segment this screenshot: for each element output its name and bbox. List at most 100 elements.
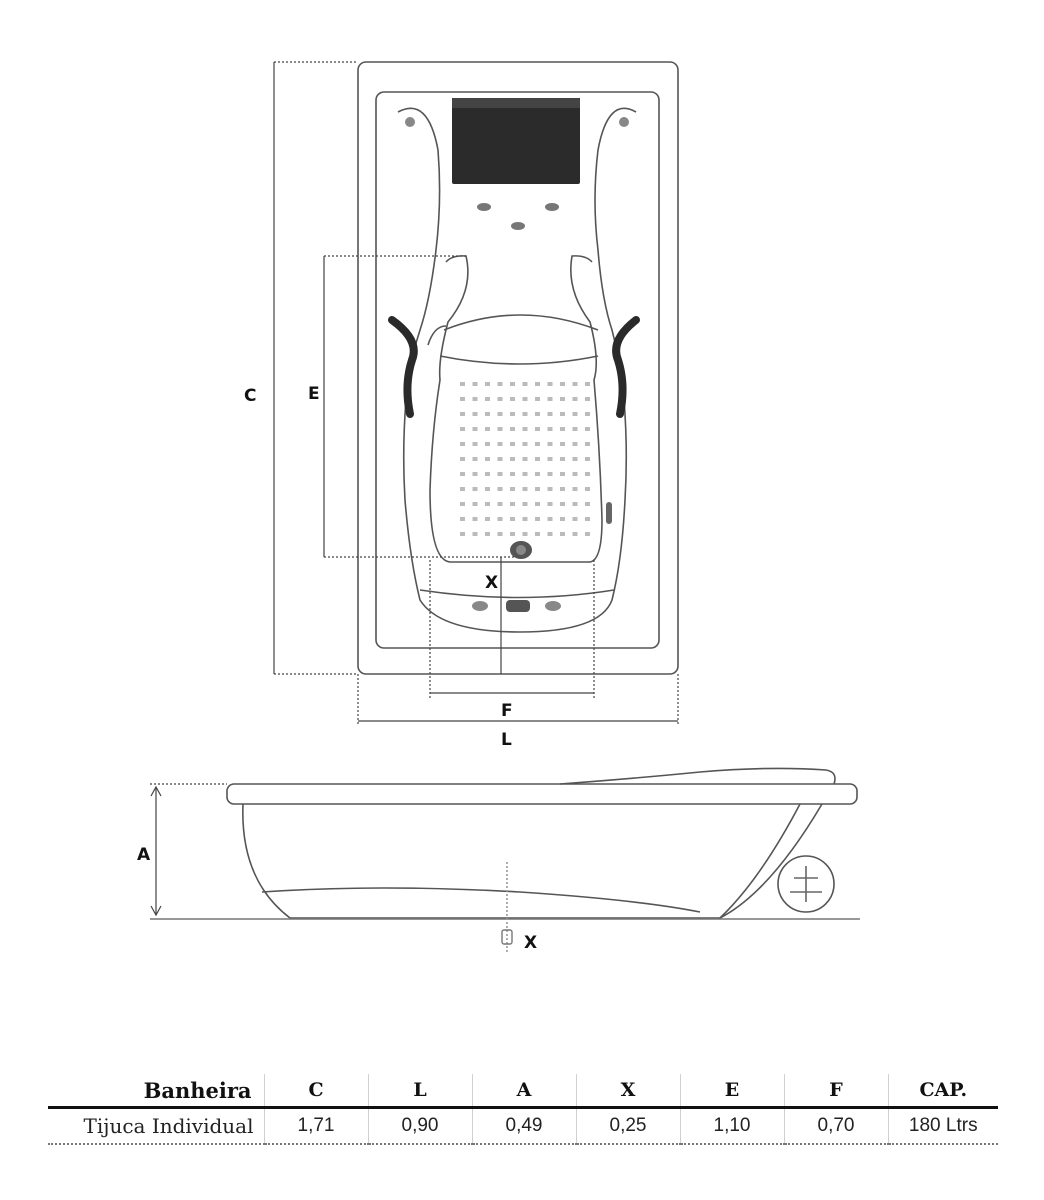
- anti-slip-dot: [572, 442, 578, 446]
- anti-slip-dot: [585, 427, 590, 431]
- anti-slip-dot: [560, 487, 565, 491]
- anti-slip-dot: [547, 427, 553, 431]
- header-banheira: Banheira: [48, 1074, 264, 1109]
- anti-slip-dot: [485, 472, 490, 476]
- drain-inner: [516, 545, 526, 555]
- anti-slip-dot: [510, 487, 515, 491]
- anti-slip-dot: [472, 532, 478, 536]
- anti-slip-dot: [572, 472, 578, 476]
- anti-slip-dot: [560, 442, 565, 446]
- anti-slip-dot: [460, 442, 465, 446]
- anti-slip-dot: [585, 382, 590, 386]
- anti-slip-dot: [510, 472, 515, 476]
- anti-slip-dot: [547, 472, 553, 476]
- anti-slip-dot: [535, 472, 540, 476]
- jet-icon: [545, 601, 561, 611]
- anti-slip-dot: [535, 532, 540, 536]
- anti-slip-dot: [535, 442, 540, 446]
- dim-label-e: E: [308, 384, 320, 404]
- cell-cap: 180 Ltrs: [887, 1107, 998, 1145]
- anti-slip-dot: [560, 532, 565, 536]
- anti-slip-dot: [572, 517, 578, 521]
- anti-slip-dot: [460, 532, 465, 536]
- anti-slip-dot: [572, 412, 578, 416]
- cell-model: Tijuca Individual: [48, 1107, 264, 1145]
- anti-slip-dot: [485, 442, 490, 446]
- anti-slip-dot: [585, 487, 590, 491]
- anti-slip-dot: [522, 472, 528, 476]
- anti-slip-dot: [572, 397, 578, 401]
- corner-knobs: [405, 117, 629, 127]
- cell-l: 0,90: [367, 1107, 472, 1145]
- foot-jets: [472, 600, 561, 612]
- knob-icon: [619, 117, 629, 127]
- header-x: X: [575, 1074, 680, 1109]
- anti-slip-dot: [460, 487, 465, 491]
- side-body: [242, 803, 823, 919]
- side-rim: [226, 783, 858, 805]
- left-grab-handle-icon: [388, 316, 418, 418]
- tub-basin-outline: [397, 107, 637, 633]
- anti-slip-dot: [560, 457, 565, 461]
- dim-label-c: C: [244, 386, 256, 406]
- anti-slip-dot: [560, 427, 565, 431]
- dim-label-x-top: X: [485, 573, 498, 593]
- jet-icon: [511, 222, 525, 230]
- anti-slip-dot: [560, 517, 565, 521]
- anti-slip-dot: [472, 442, 478, 446]
- anti-slip-dot: [572, 382, 578, 386]
- anti-slip-dot: [560, 472, 565, 476]
- anti-slip-dot: [497, 532, 503, 536]
- anti-slip-dot: [522, 382, 528, 386]
- faucet-icon: [506, 600, 530, 612]
- cell-a: 0,49: [471, 1107, 576, 1145]
- anti-slip-dot: [522, 427, 528, 431]
- anti-slip-dot: [472, 487, 478, 491]
- dim-label-a: A: [137, 845, 151, 865]
- seat-outline: [429, 255, 603, 563]
- anti-slip-dot: [497, 382, 503, 386]
- anti-slip-dot: [510, 457, 515, 461]
- drain-valve-icon: [501, 929, 513, 945]
- anti-slip-dot: [522, 412, 528, 416]
- anti-slip-dot: [497, 472, 503, 476]
- anti-slip-dot: [547, 487, 553, 491]
- anti-slip-dot: [522, 457, 528, 461]
- anti-slip-dot: [535, 397, 540, 401]
- header-f: F: [783, 1074, 888, 1109]
- anti-slip-dot: [585, 457, 590, 461]
- anti-slip-dot: [585, 472, 590, 476]
- anti-slip-dot: [547, 457, 553, 461]
- anti-slip-dot: [460, 412, 465, 416]
- cell-e: 1,10: [679, 1107, 784, 1145]
- anti-slip-dot: [585, 532, 590, 536]
- table-row: Tijuca Individual 1,71 0,90 0,49 0,25 1,…: [48, 1107, 998, 1145]
- spec-table-header-row: Banheira C L A X E F CAP.: [48, 1074, 998, 1109]
- side-view: [150, 767, 860, 952]
- anti-slip-dot: [547, 442, 553, 446]
- anti-slip-dot: [485, 532, 490, 536]
- header-a: A: [471, 1074, 576, 1109]
- anti-slip-dot: [522, 487, 528, 491]
- anti-slip-dot: [485, 412, 490, 416]
- anti-slip-dot: [547, 517, 553, 521]
- anti-slip-dot: [547, 502, 553, 506]
- anti-slip-dot: [460, 502, 465, 506]
- anti-slip-dot: [472, 517, 478, 521]
- anti-slip-dot: [585, 412, 590, 416]
- anti-slip-dots: [460, 382, 590, 536]
- side-headrest-profile: [559, 767, 836, 785]
- anti-slip-dot: [472, 457, 478, 461]
- anti-slip-dot: [535, 382, 540, 386]
- anti-slip-dot: [585, 502, 590, 506]
- anti-slip-dot: [547, 412, 553, 416]
- anti-slip-dot: [510, 427, 515, 431]
- anti-slip-dot: [472, 472, 478, 476]
- anti-slip-dot: [460, 472, 465, 476]
- anti-slip-dot: [472, 412, 478, 416]
- cell-c: 1,71: [263, 1107, 368, 1145]
- dim-label-l: L: [501, 730, 512, 750]
- anti-slip-dot: [535, 487, 540, 491]
- top-view: [357, 61, 679, 675]
- anti-slip-dot: [472, 502, 478, 506]
